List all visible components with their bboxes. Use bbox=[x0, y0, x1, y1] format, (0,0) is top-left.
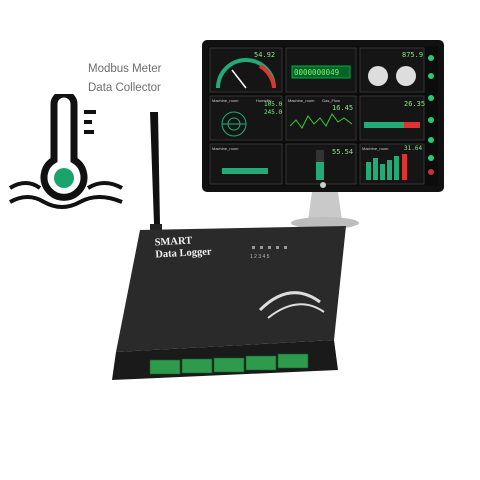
dashboard: 54.92 0000000049 875.9 105.0 245.0 Machi… bbox=[209, 47, 434, 185]
readout-bottom-center: 55.54 bbox=[332, 148, 353, 156]
readout-counter: 0000000049 bbox=[294, 68, 339, 77]
data-logger-device: 1 2 3 4 5 bbox=[112, 226, 346, 380]
apple-logo-icon bbox=[320, 182, 326, 188]
monitor: 54.92 0000000049 875.9 105.0 245.0 Machi… bbox=[202, 40, 444, 192]
thermometer-icon bbox=[8, 94, 123, 209]
product-caption: Modbus Meter Data Collector bbox=[88, 60, 208, 98]
device-title: SMART Data Logger bbox=[154, 235, 211, 262]
antenna bbox=[150, 112, 162, 234]
monitor-stand bbox=[291, 192, 359, 229]
panel-label-5: Machine_room bbox=[212, 146, 239, 151]
dashboard-screen: 54.92 0000000049 875.9 105.0 245.0 Machi… bbox=[208, 46, 438, 186]
panel-label-2: Humidity bbox=[256, 98, 272, 103]
panel-label-3: Machine_room bbox=[288, 98, 315, 103]
readout-mid-left-b: 245.0 bbox=[264, 109, 282, 116]
led-labels: 1 2 3 4 5 bbox=[250, 254, 270, 260]
readout-mid-left-a: 105.0 bbox=[264, 101, 282, 108]
panel-label-1: Machine_room bbox=[212, 98, 239, 103]
caption-line-2: Data Collector bbox=[88, 82, 161, 94]
readout-top-right: 875.9 bbox=[402, 51, 423, 59]
caption-line-1: Modbus Meter bbox=[88, 63, 162, 75]
panel-label-6: Machine_room bbox=[362, 146, 389, 151]
readout-top-left: 54.92 bbox=[254, 51, 275, 59]
readout-mid-center: 16.45 bbox=[332, 104, 353, 112]
readout-bottom-right: 31.64 bbox=[404, 145, 422, 152]
readout-mid-right: 26.35 bbox=[404, 100, 425, 108]
panel-label-4: Gas_Flow bbox=[322, 98, 340, 103]
